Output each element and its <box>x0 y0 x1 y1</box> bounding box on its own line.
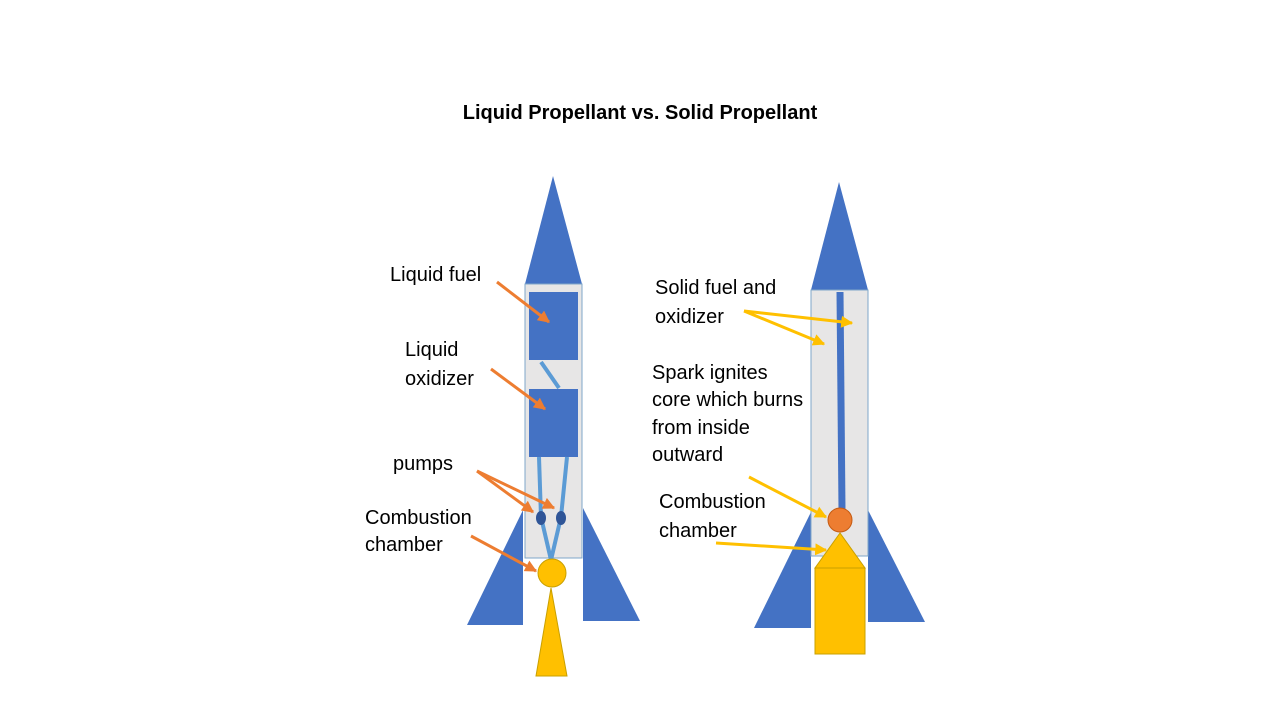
pump-left <box>536 511 546 525</box>
arrow-liquid-fuel <box>496 280 550 324</box>
label-spark-line1: Spark ignites <box>652 362 768 384</box>
arrow-liquid-oxidizer <box>490 367 546 411</box>
diagram-title: Liquid Propellant vs. Solid Propellant <box>462 102 818 124</box>
pump-right <box>556 511 566 525</box>
label-solid-fuel-line1: Solid fuel and <box>655 277 777 299</box>
label-solid-fuel-line2: oxidizer <box>655 306 724 328</box>
label-liquid-fuel: Liquid fuel <box>390 264 482 286</box>
ignition-point <box>827 507 853 533</box>
solid-fuel-core <box>836 291 846 511</box>
arrow-solid-fuel-b <box>743 309 826 346</box>
liquid-rocket-left-fin <box>467 510 523 625</box>
arrow-solid-combustion <box>715 541 828 556</box>
label-pumps: pumps <box>393 453 454 475</box>
solid-rocket-exhaust <box>814 567 866 655</box>
liquid-fuel-tank <box>529 292 578 360</box>
arrow-pumps-left <box>476 469 534 514</box>
liquid-oxidizer-tank <box>529 389 578 457</box>
arrow-liquid-combustion <box>470 534 538 573</box>
liquid-rocket-nose-cone <box>525 176 582 284</box>
solid-rocket-right-fin <box>868 510 925 622</box>
arrow-pumps-right <box>476 469 556 510</box>
feed-line-right <box>559 456 569 518</box>
label-liquid-oxidizer-line1: Liquid <box>405 339 459 361</box>
label-solid-combustion-line1: Combustion <box>659 491 766 513</box>
label-spark-line3: from inside <box>652 417 750 439</box>
label-solid-combustion-line2: chamber <box>659 520 737 542</box>
label-liquid-combustion-line2: chamber <box>365 534 443 556</box>
label-liquid-oxidizer-line2: oxidizer <box>405 368 474 390</box>
arrow-solid-fuel-a <box>743 309 854 328</box>
feed-line-left <box>537 456 543 518</box>
liquid-rocket <box>467 176 640 677</box>
label-liquid-combustion-line1: Combustion <box>365 507 472 529</box>
liquid-rocket-right-fin <box>583 508 640 621</box>
fuel-feed-line <box>539 360 561 390</box>
solid-rocket-nose-cone <box>811 182 868 290</box>
liquid-combustion-chamber <box>537 558 567 588</box>
solid-rocket-left-fin <box>754 512 811 628</box>
label-spark-line2: core which burns <box>652 389 804 411</box>
liquid-rocket-exhaust-nozzle <box>535 587 568 677</box>
solid-rocket <box>715 182 925 655</box>
arrow-spark <box>748 475 828 519</box>
label-spark-line4: outward <box>652 444 724 466</box>
